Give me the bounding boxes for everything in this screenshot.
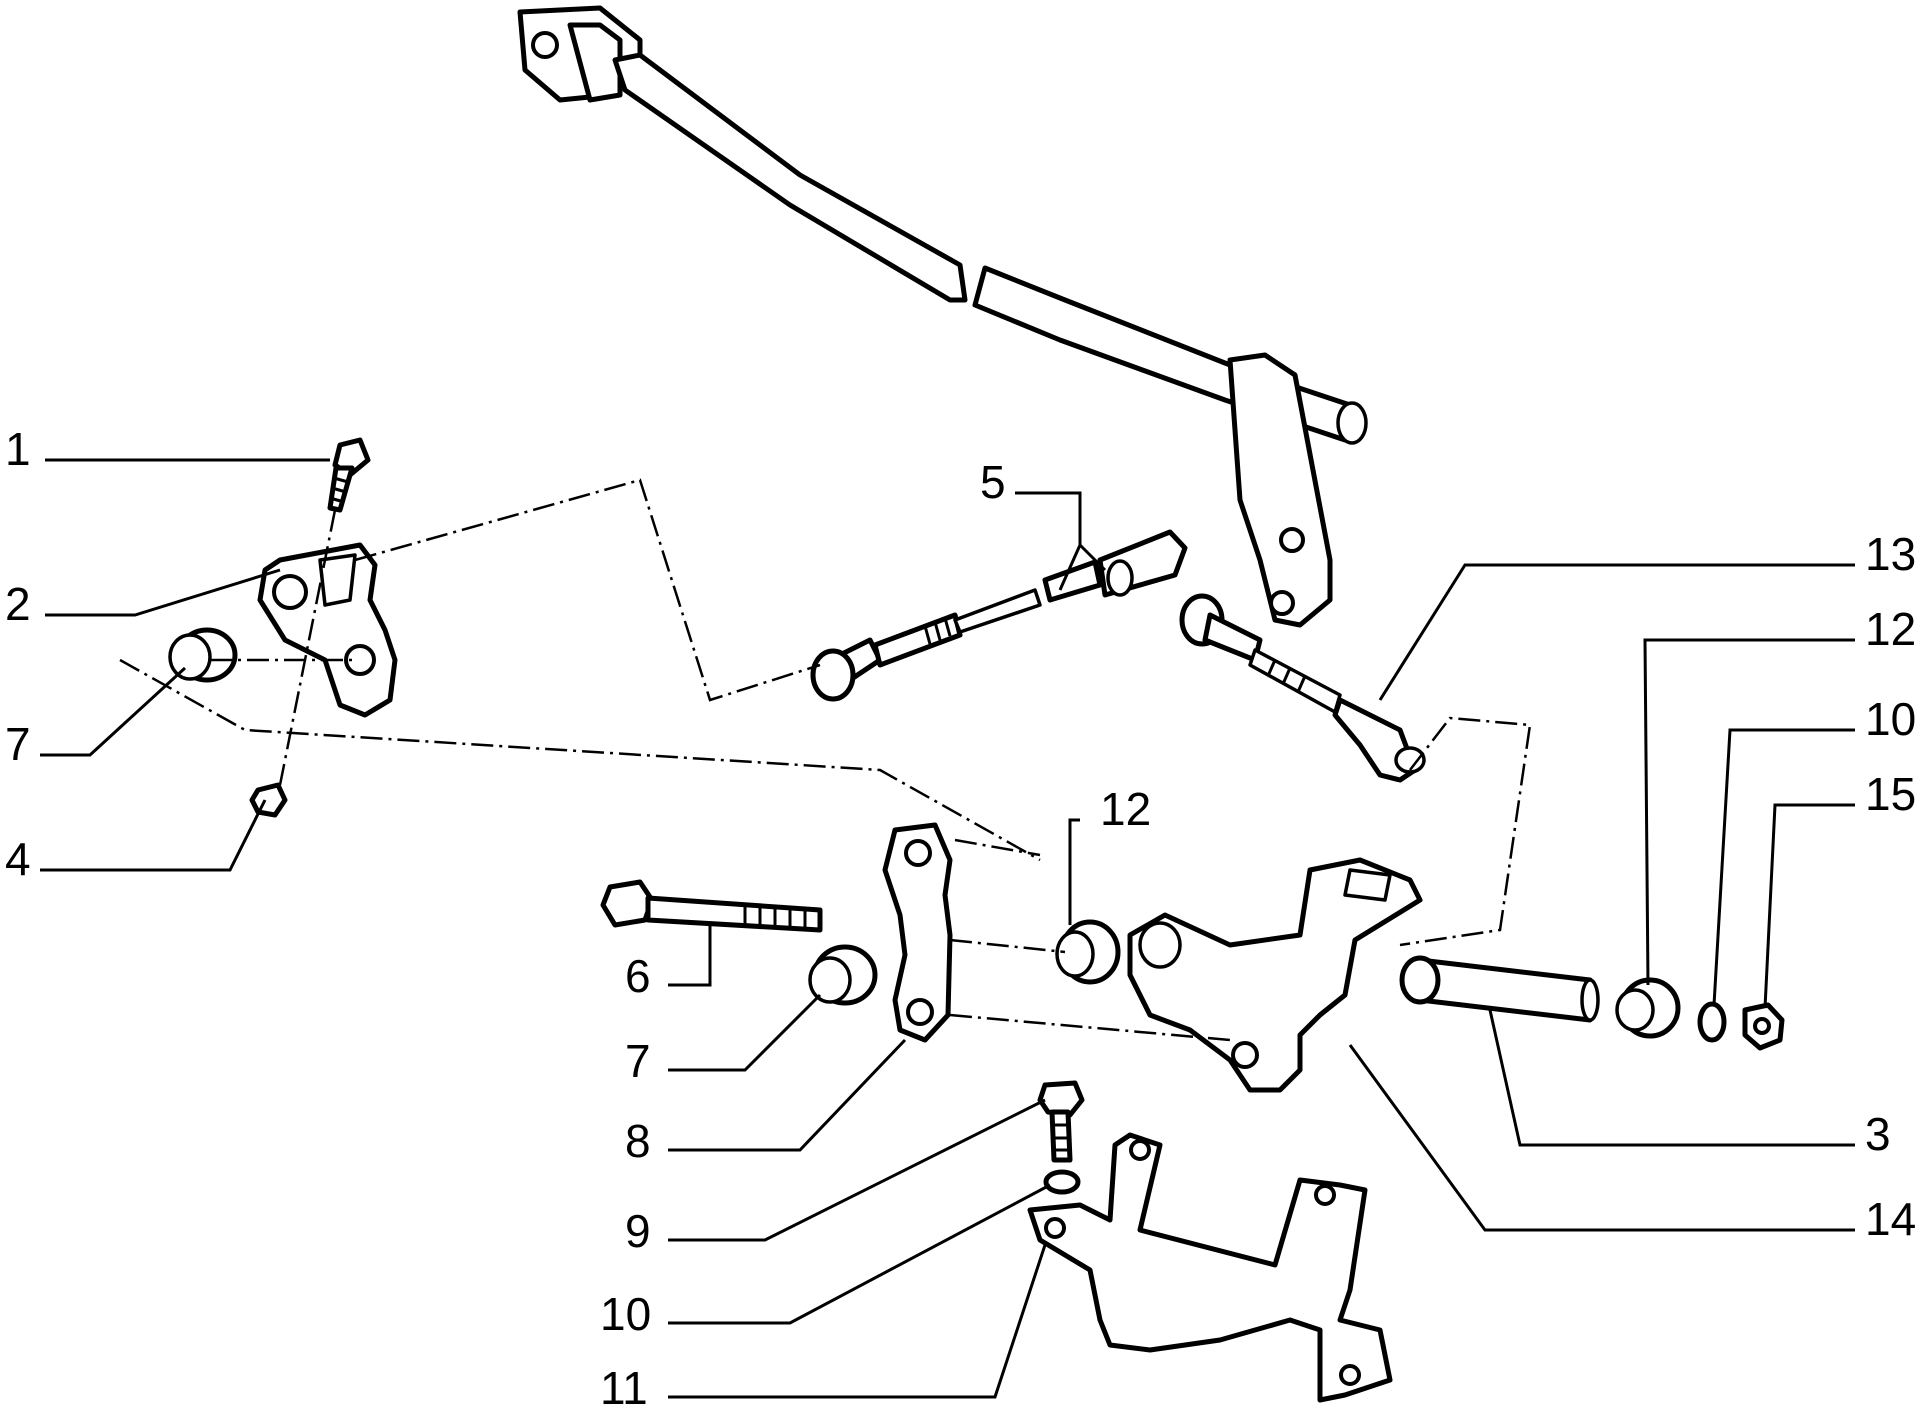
leader-10-lower: [668, 1183, 1051, 1325]
washer-10-lower: [1043, 1169, 1081, 1195]
callout-12-right: 12: [1865, 603, 1916, 655]
leader-6: [668, 925, 712, 987]
leader-10-right: [1712, 728, 1855, 1006]
callout-12-mid: 12: [1100, 783, 1151, 835]
callout-13: 13: [1865, 528, 1916, 580]
lever-14: [1127, 857, 1423, 1093]
callout-7-mid: 7: [625, 1035, 651, 1087]
callout-6: 6: [625, 950, 651, 1002]
leader-2: [45, 568, 281, 617]
leader-3: [1488, 1009, 1855, 1147]
bushing-7-middle: [808, 944, 878, 1006]
callout-10-lower: 10: [600, 1288, 651, 1340]
callout-3: 3: [1865, 1108, 1891, 1160]
sleeve-3: [1399, 955, 1600, 1023]
callout-8: 8: [625, 1115, 651, 1167]
callout-labels: 1 2 7 4 5 13 12 10 15 12 6 7 8 3 9 14 10…: [5, 423, 1916, 1410]
callout-15: 15: [1865, 768, 1916, 820]
adjustable-rod-13: [1179, 593, 1426, 783]
callout-4: 4: [5, 833, 31, 885]
leader-7-left: [40, 666, 187, 757]
callout-5: 5: [980, 456, 1006, 508]
leader-8: [668, 1038, 907, 1152]
leader-lines: [40, 458, 1855, 1399]
washer-10-right: [1697, 1001, 1727, 1043]
nut-15: [1742, 1002, 1785, 1051]
callout-14: 14: [1865, 1193, 1916, 1245]
leader-15: [1763, 803, 1855, 1009]
callout-11: 11: [600, 1362, 648, 1410]
bushing-12-right: [1615, 977, 1681, 1039]
leader-5b: [1078, 543, 1107, 572]
callout-7-left: 7: [5, 718, 31, 770]
control-rod: [517, 5, 1368, 628]
callout-9: 9: [625, 1205, 651, 1257]
assembly-axis-lines: [119, 478, 1532, 1042]
adjustable-rod-5: [810, 529, 1188, 702]
lever-bracket-2: [257, 542, 398, 718]
leader-14: [1348, 1044, 1855, 1232]
nut-4: [249, 782, 288, 818]
callout-1: 1: [5, 423, 31, 475]
callout-10-right: 10: [1865, 693, 1916, 745]
leader-4: [40, 799, 267, 872]
leader-12-right: [1643, 638, 1855, 986]
leader-12-mid: [1068, 818, 1080, 925]
leader-5a: [1015, 491, 1082, 591]
screw-1: [327, 437, 371, 513]
support-bracket-11: [1027, 1132, 1393, 1403]
link-plate-8: [882, 822, 953, 1043]
leader-9: [668, 1098, 1046, 1242]
bushing-12-middle: [1055, 919, 1121, 985]
leader-7-mid: [668, 993, 822, 1072]
bolt-6: [600, 879, 823, 933]
leader-13: [1378, 563, 1855, 701]
bushing-7-left: [168, 627, 238, 683]
bolt-9: [1037, 1080, 1085, 1163]
leader-11: [668, 1244, 1047, 1399]
callout-2: 2: [5, 578, 31, 630]
